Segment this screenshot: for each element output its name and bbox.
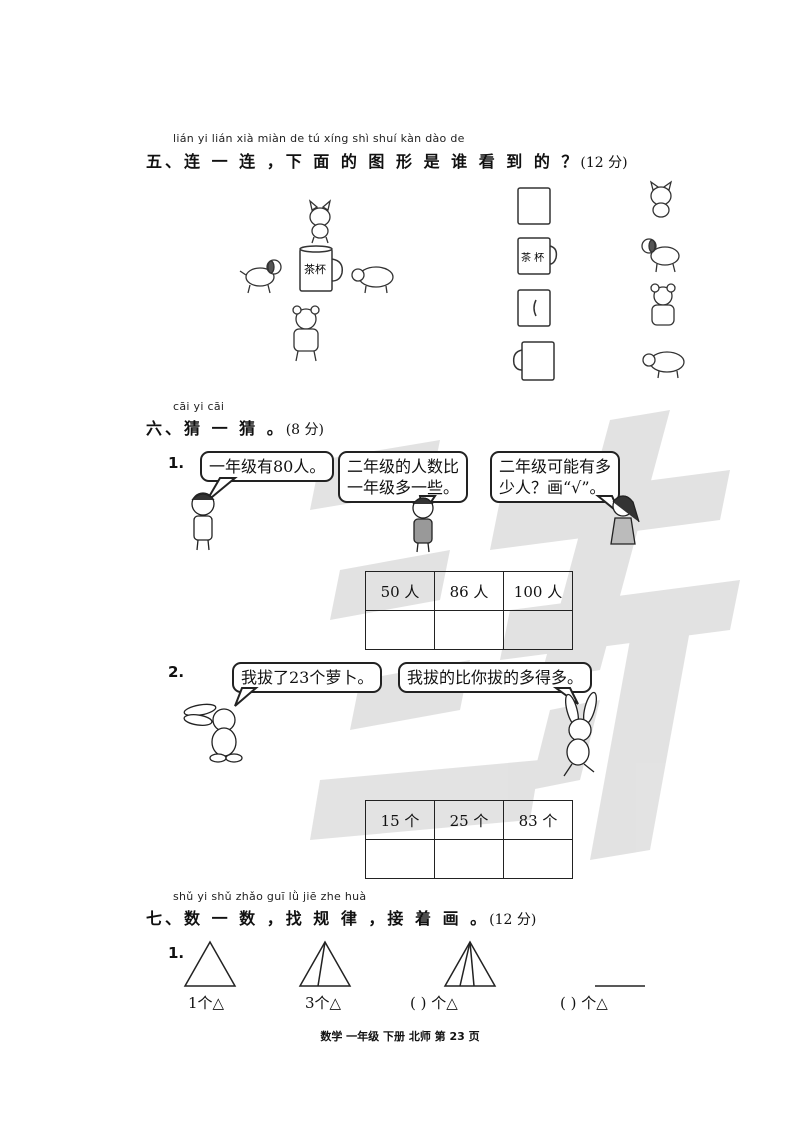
speech-bubble-3: 二年级可能有多 少人？画“√”。	[490, 451, 621, 503]
option-cell: 15 个	[365, 800, 435, 840]
triangle-count-1: 1个△	[188, 994, 225, 1012]
section7-pinyin: shǔ yi shǔ zhǎo guī lǜ jiē zhe huà	[173, 890, 367, 903]
table-row: 15 个 25 个 83 个	[365, 800, 573, 840]
cup-view-back	[517, 289, 551, 327]
speech-bubble-2: 二年级的人数比 一年级多一些。	[338, 451, 469, 503]
rabbit-1-icon	[183, 703, 243, 763]
answer-cell[interactable]	[434, 610, 504, 650]
answer-cell[interactable]	[365, 610, 435, 650]
section7-title-text: 七、数 一 数 ，找 规 律 ，接 着 画 。	[146, 909, 490, 928]
speech-bubble-rabbit-2-text: 我拔的比你拔的多得多。	[407, 668, 584, 687]
cup-view-side	[512, 341, 555, 381]
answer-cell[interactable]	[434, 839, 504, 879]
section5-title-text: 五、连 一 连 ，下 面 的 图 形 是 谁 看 到 的 ？	[146, 152, 581, 171]
speech-bubble-3-line2: 少人？画“√”。	[499, 478, 606, 497]
table-row	[365, 839, 573, 879]
speech-bubble-rabbit-2: 我拔的比你拔的多得多。	[398, 662, 593, 693]
speech-bubble-rabbit-1-text: 我拔了23个萝卜。	[241, 668, 374, 687]
children-figures	[191, 492, 640, 553]
section5-pinyin: lián yi lián xià miàn de tú xíng shì shu…	[173, 132, 465, 145]
scene-viewpoints: 茶杯	[239, 199, 394, 362]
cup-view-top	[517, 187, 551, 225]
cup-view-label: 茶 杯	[521, 251, 544, 264]
cup-view-front-label	[517, 237, 558, 275]
option-cell: 25 个	[434, 800, 504, 840]
dog-icon	[239, 259, 282, 294]
dog-option-icon	[641, 238, 680, 273]
speech-bubble-1: 一年级有80人。	[200, 451, 335, 482]
triangle-count-3[interactable]: ( ) 个△	[410, 994, 458, 1012]
answer-cell[interactable]	[365, 839, 435, 879]
section7-title: 七、数 一 数 ，找 规 律 ，接 着 画 。(12 分)	[146, 905, 536, 929]
option-cell: 83 个	[503, 800, 573, 840]
answer-cell[interactable]	[503, 610, 573, 650]
section5-title: 五、连 一 连 ，下 面 的 图 形 是 谁 看 到 的 ？(12 分)	[146, 148, 628, 172]
cat-option-icon	[649, 180, 673, 218]
speech-bubble-2-line2: 一年级多一些。	[347, 478, 460, 497]
triangle-figure-3	[443, 940, 497, 987]
q6-2-number: 2.	[168, 663, 185, 681]
cup-icon	[299, 245, 344, 292]
speech-bubble-1-text: 一年级有80人。	[209, 457, 326, 476]
boy-2-icon	[412, 497, 434, 553]
q6-1-answer-table: 50 人 86 人 100 人	[365, 571, 573, 650]
section6-pinyin: cāi yi cāi	[173, 400, 225, 413]
answer-cell[interactable]	[503, 839, 573, 879]
pig-icon	[351, 266, 394, 294]
section6-score: (8 分)	[285, 422, 324, 438]
section6-title-text: 六、猜 一 猜 。	[146, 419, 286, 438]
option-cell: 86 人	[434, 571, 504, 611]
pig-option-icon	[642, 351, 685, 379]
triangle-pattern	[183, 940, 645, 987]
animal-options	[641, 180, 685, 379]
girl-icon	[610, 495, 640, 545]
speech-bubble-rabbit-1: 我拔了23个萝卜。	[232, 662, 383, 693]
bear-option-icon	[650, 283, 676, 326]
page-footer: 数学 一年级 下册 北师 第 23 页	[320, 1030, 480, 1043]
q6-2-answer-table: 15 个 25 个 83 个	[365, 800, 573, 879]
section6-title: 六、猜 一 猜 。(8 分)	[146, 415, 324, 439]
section7-score: (12 分)	[489, 912, 537, 928]
cup-label: 茶杯	[304, 262, 326, 276]
bear-icon	[292, 305, 320, 362]
table-row: 50 人 86 人 100 人	[365, 571, 573, 611]
boy-1-icon	[191, 492, 215, 551]
rabbit-figures	[183, 687, 598, 777]
triangle-figure-2	[298, 940, 352, 987]
speech-bubble-2-line1: 二年级的人数比	[347, 457, 460, 476]
option-cell: 50 人	[365, 571, 435, 611]
option-cell: 100 人	[503, 571, 573, 611]
cat-icon	[308, 199, 332, 244]
rabbit-2-icon	[563, 691, 598, 777]
q6-1-number: 1.	[168, 454, 185, 472]
triangle-count-4[interactable]: ( ) 个△	[560, 994, 608, 1012]
q7-1-number: 1.	[168, 944, 185, 962]
table-row	[365, 610, 573, 650]
section5-score: (12 分)	[580, 155, 628, 171]
speech-bubble-3-line1: 二年级可能有多	[499, 457, 612, 476]
triangle-count-2: 3个△	[305, 994, 342, 1012]
cup-views: 茶 杯	[512, 187, 558, 381]
triangle-figure-1	[183, 940, 237, 987]
